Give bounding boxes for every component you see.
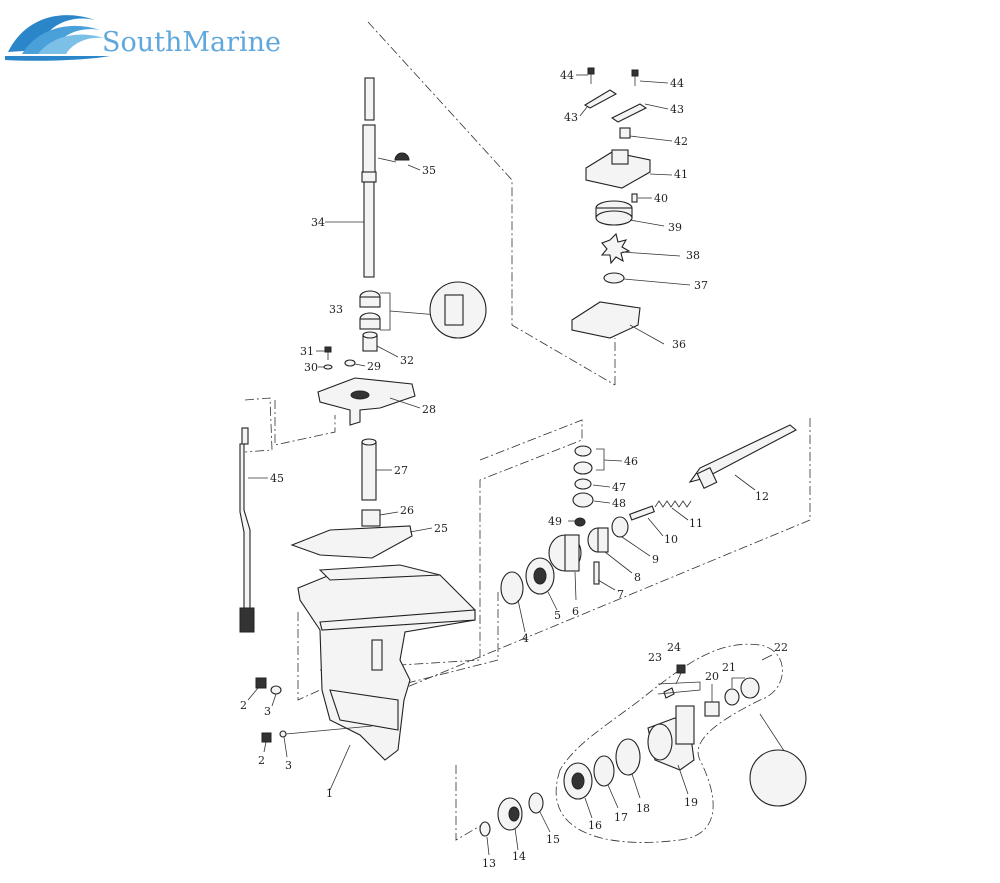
label-15: 15	[546, 833, 560, 846]
label-44b: 44	[670, 77, 684, 90]
label-36: 36	[672, 338, 686, 351]
spring-11	[654, 500, 692, 521]
label-23: 23	[648, 651, 662, 664]
label-1: 1	[326, 787, 333, 800]
label-3b: 3	[285, 759, 292, 772]
label-12: 12	[755, 490, 769, 503]
gear-6	[548, 534, 582, 601]
label-40: 40	[654, 192, 668, 205]
bolt-31-washer-30	[316, 346, 366, 370]
label-33: 33	[329, 303, 343, 316]
label-29: 29	[367, 360, 381, 373]
shim-4	[500, 571, 526, 633]
pinion-46-49	[568, 445, 623, 527]
label-41: 41	[674, 168, 688, 181]
oring-9	[611, 516, 651, 557]
label-42: 42	[674, 135, 688, 148]
label-34: 34	[311, 216, 325, 229]
bearings-33	[359, 281, 487, 339]
label-31: 31	[300, 345, 314, 358]
label-8: 8	[634, 571, 641, 584]
label-39: 39	[668, 221, 682, 234]
label-13: 13	[482, 857, 496, 870]
label-21: 21	[722, 661, 736, 674]
bushing-26	[361, 509, 399, 527]
key-part	[377, 152, 421, 171]
brand-name: SouthMarine	[102, 27, 281, 58]
tube-27	[361, 438, 392, 501]
pin-10	[628, 505, 664, 537]
clutch-8	[587, 527, 633, 574]
label-2b: 2	[258, 754, 265, 767]
label-4: 4	[522, 632, 529, 645]
label-43b: 43	[670, 103, 684, 116]
label-35: 35	[422, 164, 436, 177]
label-28: 28	[422, 403, 436, 416]
label-19: 19	[684, 796, 698, 809]
label-18: 18	[636, 802, 650, 815]
gearcase-housing	[297, 564, 476, 791]
label-11: 11	[689, 517, 703, 530]
label-5: 5	[554, 609, 561, 622]
southmarine-logo: SouthMarine	[5, 15, 281, 61]
bushing-32	[362, 331, 399, 358]
water-pump-parts	[571, 67, 691, 345]
label-7: 7	[617, 588, 624, 601]
pin-7	[593, 561, 616, 591]
label-44a: 44	[560, 69, 574, 82]
label-3a: 3	[264, 705, 271, 718]
assembly-dash-lines	[244, 21, 811, 843]
label-38: 38	[686, 249, 700, 262]
plugs-2-3	[247, 677, 373, 758]
label-6: 6	[572, 605, 579, 618]
shift-rod-45	[239, 427, 268, 633]
label-17: 17	[614, 811, 628, 824]
propeller-shaft-12	[688, 424, 797, 491]
label-37: 37	[694, 279, 708, 292]
label-27: 27	[394, 464, 408, 477]
label-16: 16	[588, 819, 602, 832]
gasket-25	[290, 525, 433, 559]
label-26: 26	[400, 504, 414, 517]
label-25: 25	[434, 522, 448, 535]
label-2a: 2	[240, 699, 247, 712]
label-14: 14	[512, 850, 526, 863]
label-45: 45	[270, 472, 284, 485]
label-47: 47	[612, 481, 626, 494]
label-49: 49	[548, 515, 562, 528]
label-24: 24	[667, 641, 681, 654]
label-22: 22	[774, 641, 788, 654]
housing-28	[317, 377, 421, 426]
label-48: 48	[612, 497, 626, 510]
wave-logo-icon	[5, 15, 110, 61]
bearing-5	[525, 557, 558, 611]
label-46: 46	[624, 455, 638, 468]
label-30: 30	[304, 361, 318, 374]
label-32: 32	[400, 354, 414, 367]
lower-gear-parts	[479, 654, 807, 856]
part-labels: 1 2 2 3 3 4 5 6 7 8 9 10 11 12 13 14 15 …	[240, 69, 788, 870]
label-9: 9	[652, 553, 659, 566]
drive-shaft	[325, 77, 377, 278]
label-43a: 43	[564, 111, 578, 124]
label-10: 10	[664, 533, 678, 546]
label-20: 20	[705, 670, 719, 683]
